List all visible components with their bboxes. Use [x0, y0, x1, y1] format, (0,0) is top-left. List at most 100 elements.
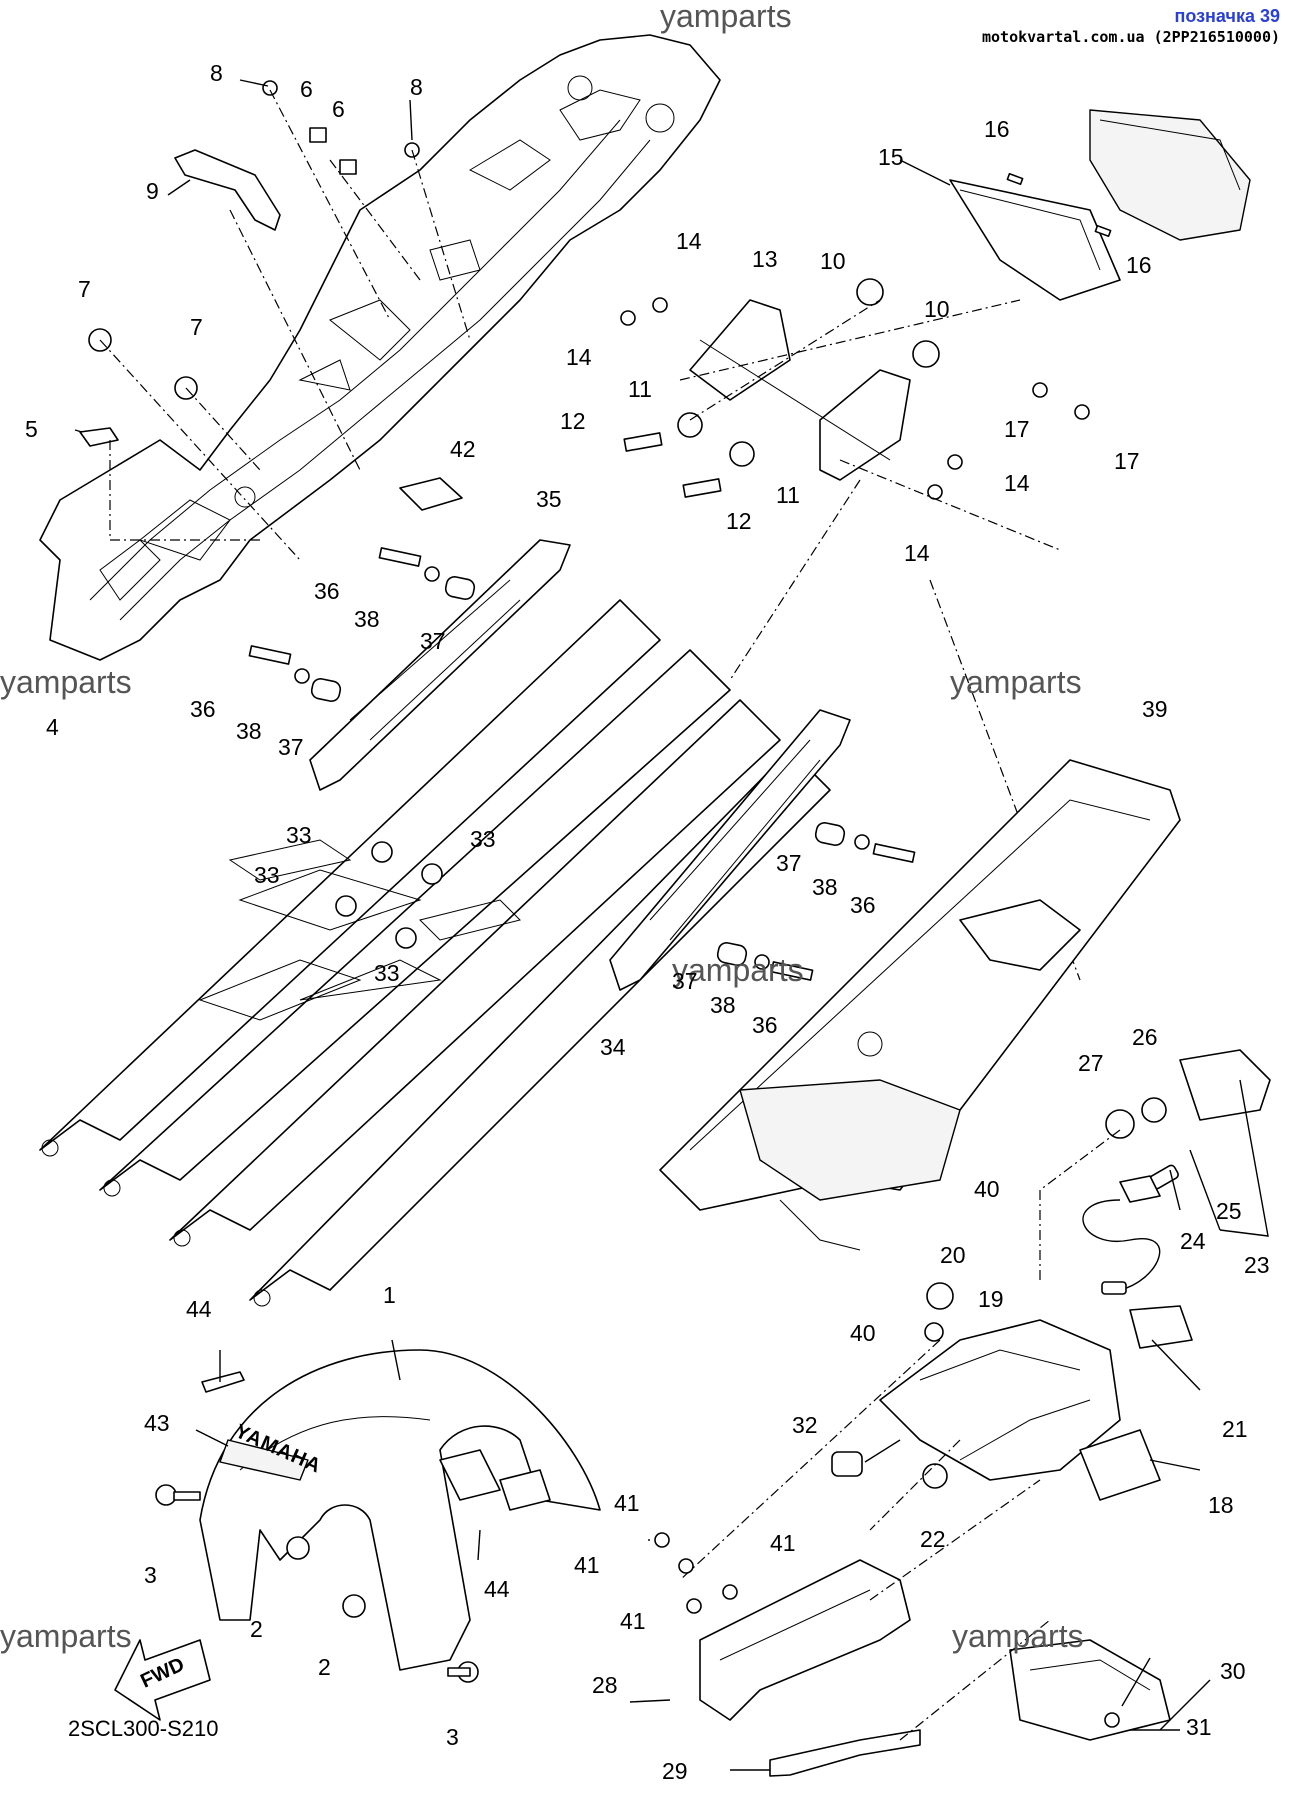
fwd-arrow: [114, 1639, 211, 1721]
part-5-clip: [79, 427, 119, 447]
callout-35: 35: [536, 486, 562, 512]
callout-33: 33: [286, 822, 312, 848]
callout-8: 8: [410, 74, 423, 100]
callout-32: 32: [792, 1412, 818, 1438]
part-9-strap: [174, 149, 281, 231]
callout-37: 37: [420, 628, 446, 654]
watermark-bottom-left: yamparts: [0, 1618, 132, 1654]
callout-13: 13: [752, 246, 778, 272]
callout-6: 6: [300, 76, 313, 102]
callout-10: 10: [924, 296, 950, 322]
callout-38: 38: [812, 874, 838, 900]
callout-27: 27: [1078, 1050, 1104, 1076]
callout-14: 14: [904, 540, 930, 566]
callout-37: 37: [776, 850, 802, 876]
callout-37: 37: [278, 734, 304, 760]
part-18-license-bracket: [831, 1282, 1161, 1501]
watermark-bottom-right: yamparts: [952, 1618, 1084, 1654]
leader-lines-signals: [1039, 1079, 1269, 1391]
callout-9: 9: [146, 178, 159, 204]
callout-33: 33: [254, 862, 280, 888]
callout-14: 14: [566, 344, 592, 370]
callout-29: 29: [662, 1758, 688, 1784]
callout-38: 38: [710, 992, 736, 1018]
callout-16: 16: [984, 116, 1010, 142]
drawing-code: 2SCL300-S210: [68, 1716, 219, 1741]
callout-25: 25: [1216, 1198, 1242, 1224]
part-42-label: [399, 477, 463, 511]
callout-28: 28: [592, 1672, 618, 1698]
callout-18: 18: [1208, 1492, 1234, 1518]
callout-11: 11: [776, 482, 800, 508]
leader-lines-fender: [195, 1339, 481, 1561]
callout-10: 10: [820, 248, 846, 274]
part-34-rail: [609, 709, 851, 991]
callout-36: 36: [850, 892, 876, 918]
callout-7: 7: [190, 314, 203, 340]
callout-23: 23: [1244, 1252, 1270, 1278]
turn-signal-assembly: [1082, 1049, 1271, 1349]
brackets-13: [620, 278, 1090, 500]
callout-36: 36: [314, 578, 340, 604]
part-29-stay: [769, 1729, 921, 1777]
callout-34: 34: [600, 1034, 626, 1060]
callout-3: 3: [144, 1562, 157, 1588]
bolt-set-lower: [716, 821, 916, 981]
part-1-front-fender: [199, 1349, 601, 1671]
callout-41: 41: [614, 1490, 640, 1516]
callout-21: 21: [1222, 1416, 1248, 1442]
callout-39: 39: [1142, 696, 1168, 722]
leader-lines-right: [679, 159, 1081, 981]
tail-light-assembly: [949, 109, 1251, 301]
callout-17: 17: [1114, 448, 1140, 474]
leader-lines-18: [679, 1339, 1201, 1581]
part-39-rear-fender: [659, 759, 1181, 1251]
callout-15: 15: [878, 144, 904, 170]
yamaha-decal: [219, 1439, 309, 1481]
callout-30: 30: [1220, 1658, 1246, 1684]
callout-11: 11: [628, 376, 652, 402]
callout-36: 36: [752, 1012, 778, 1038]
callout-6: 6: [332, 96, 345, 122]
callout-12: 12: [726, 508, 752, 534]
callout-38: 38: [236, 718, 262, 744]
fender-fasteners: [155, 1484, 479, 1683]
badge-subtitle: motokvartal.com.ua (2PP216510000): [981, 28, 1280, 46]
watermark-top: yamparts: [660, 0, 792, 34]
callout-41: 41: [770, 1530, 796, 1556]
callout-7: 7: [78, 276, 91, 302]
callout-17: 17: [1004, 416, 1030, 442]
callout-12: 12: [560, 408, 586, 434]
callout-40: 40: [850, 1320, 876, 1346]
watermark-center: yamparts: [672, 952, 804, 988]
callout-37: 37: [672, 968, 698, 994]
part-44-decal: [201, 1371, 245, 1393]
callout-4: 4: [46, 714, 59, 740]
callout-14: 14: [676, 228, 702, 254]
callout-1: 1: [383, 1282, 396, 1308]
callout-14: 14: [1004, 470, 1030, 496]
callout-3: 3: [446, 1724, 459, 1750]
callout-5: 5: [25, 416, 38, 442]
callout-44: 44: [186, 1296, 212, 1322]
callout-41: 41: [620, 1608, 646, 1634]
nuts-33: [335, 841, 443, 949]
callout-16: 16: [1126, 252, 1152, 278]
callout-26: 26: [1132, 1024, 1158, 1050]
callout-31: 31: [1186, 1714, 1212, 1740]
callout-2: 2: [250, 1616, 263, 1642]
callout-22: 22: [920, 1526, 946, 1552]
badge-title: позначка 39: [1174, 6, 1280, 26]
bolt-set-upper: [248, 547, 476, 703]
callout-41: 41: [574, 1552, 600, 1578]
rear-frame-assembly: [39, 34, 721, 661]
part-35-rail: [309, 539, 571, 791]
part-28-bracket: [654, 1532, 911, 1721]
callout-8: 8: [210, 60, 223, 86]
callout-42: 42: [450, 436, 476, 462]
callout-40: 40: [974, 1176, 1000, 1202]
watermark-left: yamparts: [0, 664, 132, 700]
callout-36: 36: [190, 696, 216, 722]
